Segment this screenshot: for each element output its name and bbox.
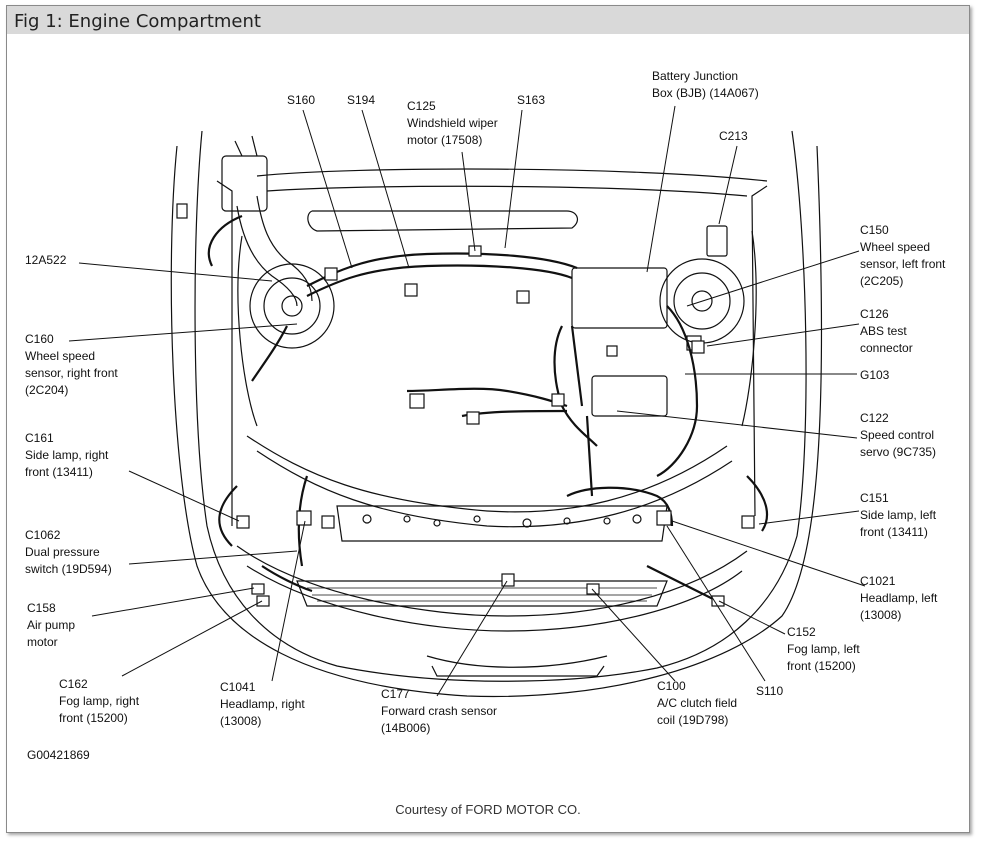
label-battery-junction-box: Battery Junction Box (BJB) (14A067) xyxy=(652,69,759,100)
label-c160: C160 Wheel speed sensor, right front (2C… xyxy=(25,332,118,397)
vehicle-outline xyxy=(170,130,823,698)
label-c161: C161 Side lamp, right front (13411) xyxy=(25,431,109,479)
label-c162: C162 Fog lamp, right front (15200) xyxy=(59,677,140,725)
label-c152: C152 Fog lamp, left front (15200) xyxy=(787,625,860,673)
label-s110: S110 xyxy=(756,684,784,698)
figure-frame: Fig 1: Engine Compartment xyxy=(6,5,970,833)
label-c122: C122 Speed control servo (9C735) xyxy=(860,411,937,459)
label-s163: S163 xyxy=(517,93,546,107)
label-s160: S160 xyxy=(287,93,316,107)
wiring-harness xyxy=(207,214,769,602)
label-c125: C125 Windshield wiper motor (17508) xyxy=(407,99,498,147)
label-c158: C158 Air pump motor xyxy=(27,601,76,649)
label-c1021: C1021 Headlamp, left (13008) xyxy=(860,574,938,622)
label-g103: G103 xyxy=(860,368,890,382)
label-s194: S194 xyxy=(347,93,376,107)
label-c1041: C1041 Headlamp, right (13008) xyxy=(220,680,305,728)
figure-id: G00421869 xyxy=(27,748,90,762)
title-bar: Fig 1: Engine Compartment xyxy=(7,6,969,34)
label-c126: C126 ABS test connector xyxy=(860,307,913,355)
engine-compartment-drawing xyxy=(68,105,866,698)
label-c1062: C1062 Dual pressure switch (19D594) xyxy=(25,528,112,576)
label-12a522: 12A522 xyxy=(25,253,67,267)
label-c150: C150 Wheel speed sensor, left front (2C2… xyxy=(860,223,946,288)
leader-lines xyxy=(68,105,866,697)
air-intake xyxy=(221,135,313,307)
credit-line: Courtesy of FORD MOTOR CO. xyxy=(395,802,581,817)
strut-towers xyxy=(237,230,757,427)
label-c177: C177 Forward crash sensor (14B006) xyxy=(381,687,498,735)
label-c151: C151 Side lamp, left front (13411) xyxy=(860,491,937,539)
label-c213: C213 xyxy=(719,129,748,143)
figure-title: Fig 1: Engine Compartment xyxy=(14,11,261,32)
label-c100: C100 A/C clutch field coil (19D798) xyxy=(657,679,738,727)
